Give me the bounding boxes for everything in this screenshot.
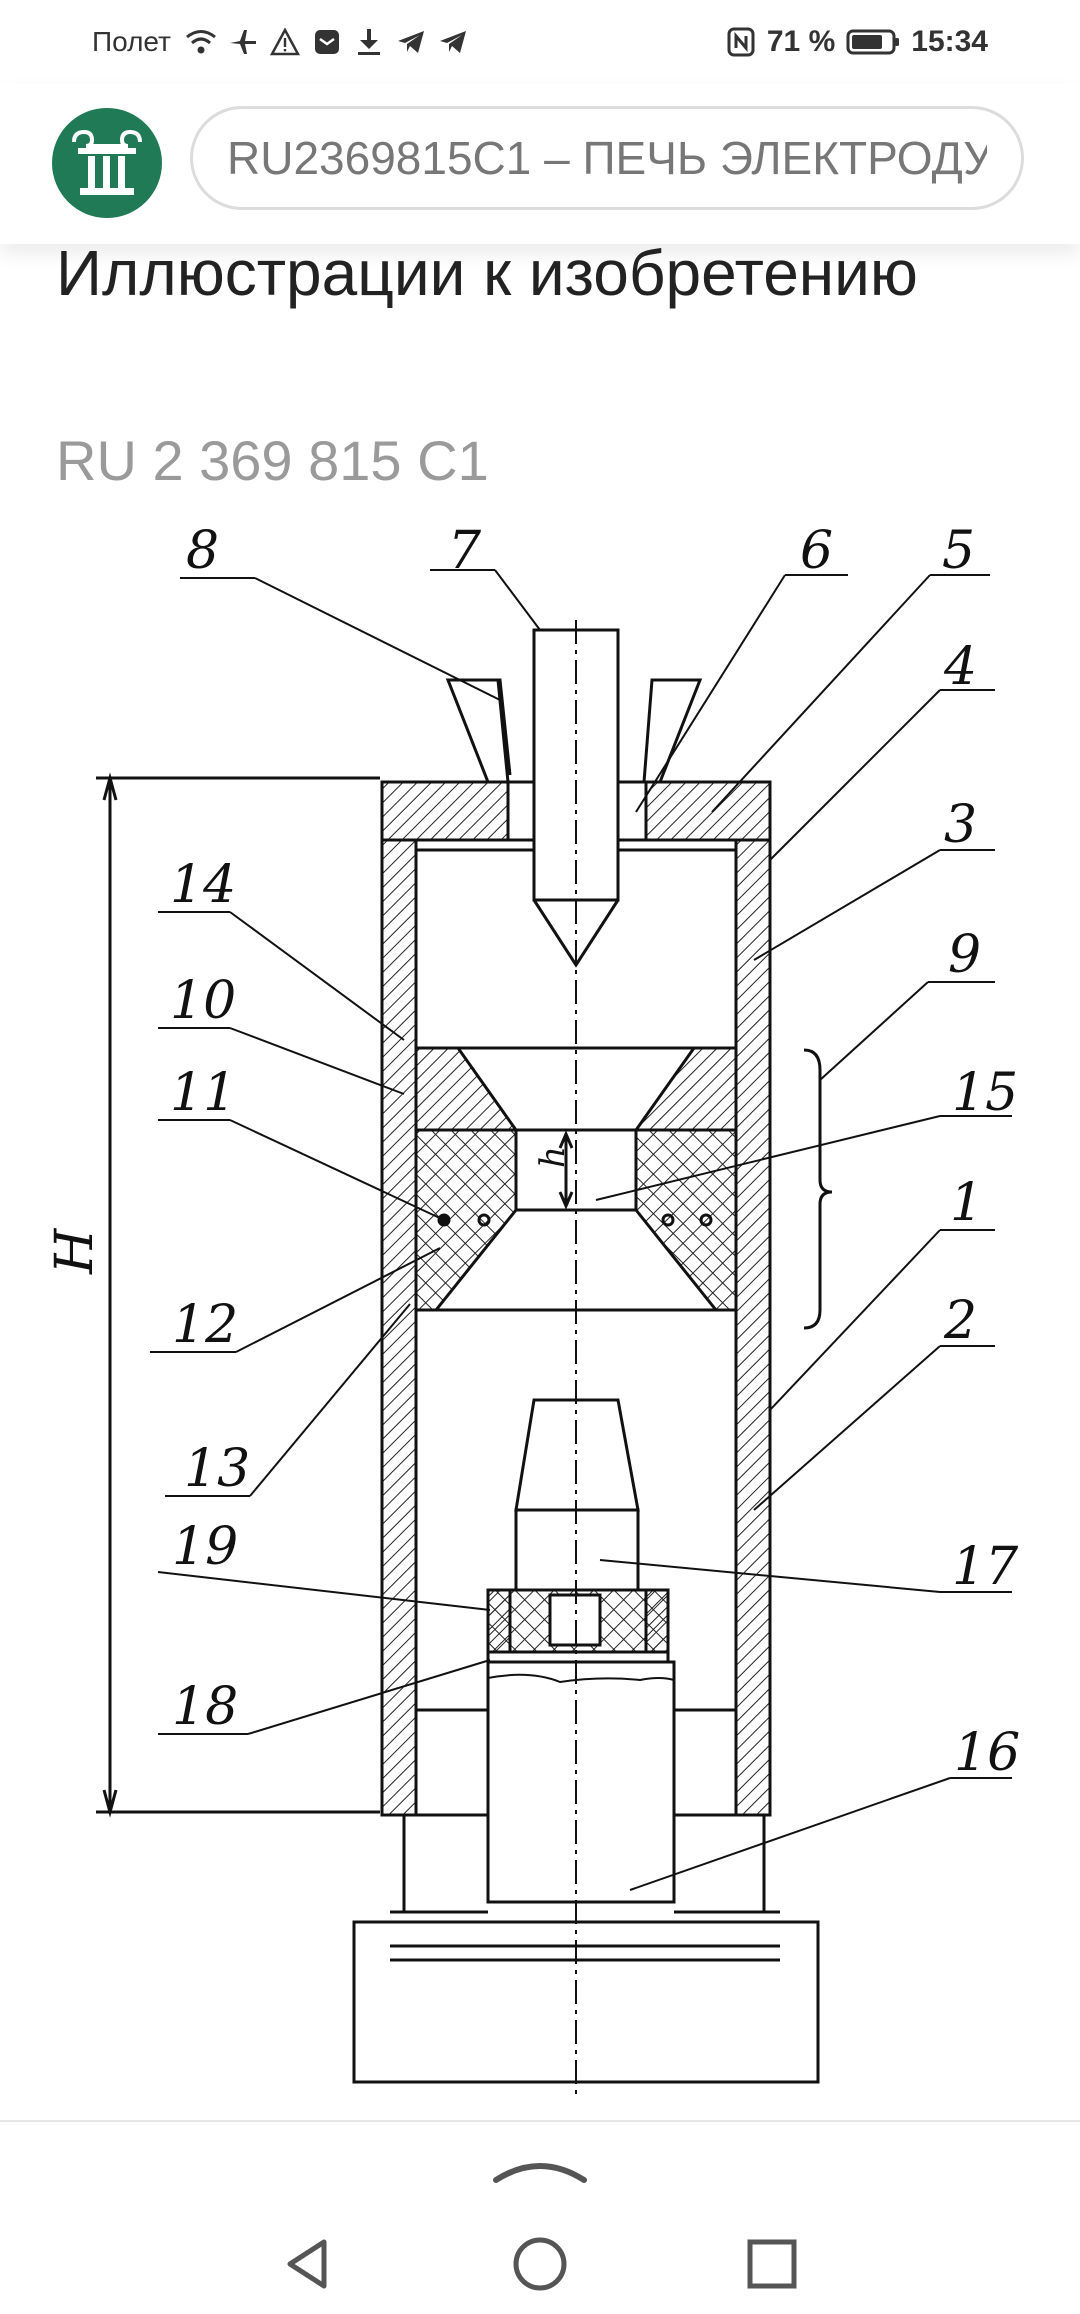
figure-label-11: 11 — [170, 1063, 236, 1123]
clock-time: 15:34 — [911, 25, 988, 58]
figure-label-12: 12 — [172, 1295, 238, 1355]
chevron-up-icon[interactable] — [490, 2148, 590, 2188]
download-icon — [353, 26, 385, 58]
section-title: Иллюстрации к изобретению — [56, 237, 918, 309]
figure-label-17: 17 — [952, 1537, 1019, 1597]
battery-percent: 71 % — [766, 25, 836, 58]
telegram-icon — [395, 26, 427, 58]
figure-label-19: 19 — [172, 1517, 238, 1577]
figure-label-4: 4 — [943, 637, 977, 697]
dimension-label-H: H — [45, 1227, 105, 1275]
status-left: Полет — [92, 26, 469, 58]
figure-label-5: 5 — [942, 521, 975, 581]
search-input[interactable] — [227, 131, 987, 185]
figure-label-3: 3 — [944, 795, 977, 855]
figure-label-7: 7 — [448, 521, 482, 581]
warning-icon — [269, 26, 301, 58]
telegram-icon — [437, 26, 469, 58]
home-circle-icon[interactable] — [508, 2232, 572, 2296]
airplane-icon — [227, 26, 259, 58]
carrier-name: Полет — [92, 26, 171, 57]
figure-label-8: 8 — [186, 521, 219, 581]
nfc-icon — [725, 26, 757, 58]
system-nav-bar — [0, 2222, 1080, 2314]
figure-label-15: 15 — [952, 1063, 1018, 1123]
status-bar: Полет 71 % 15:34 — [0, 0, 1080, 84]
figure-label-9: 9 — [948, 925, 981, 985]
mail-icon — [311, 26, 343, 58]
column-capital-logo-icon[interactable] — [52, 108, 162, 218]
figure-label-1: 1 — [950, 1173, 983, 1233]
patent-drawing: 8 7 6 5 4 3 9 15 1 2 17 16 14 10 11 12 1… — [45, 521, 1020, 2100]
app-header — [0, 84, 1080, 244]
back-triangle-icon[interactable] — [276, 2232, 340, 2296]
figure-label-6: 6 — [800, 521, 833, 581]
bottom-area — [0, 2120, 1080, 2314]
dimension-label-h: h — [533, 1146, 573, 1168]
figure-label-18: 18 — [172, 1677, 238, 1737]
battery-icon — [845, 26, 901, 58]
patent-number: RU 2 369 815 C1 — [56, 429, 489, 492]
figure-label-13: 13 — [184, 1439, 250, 1499]
figure-label-2: 2 — [943, 1291, 977, 1351]
wifi-icon — [185, 26, 217, 58]
search-bar[interactable] — [190, 106, 1024, 210]
figure-label-10: 10 — [170, 971, 236, 1031]
status-right: 71 % 15:34 — [725, 25, 988, 59]
recents-square-icon[interactable] — [740, 2232, 804, 2296]
figure-label-16: 16 — [954, 1723, 1020, 1783]
figure-label-14: 14 — [170, 855, 236, 915]
